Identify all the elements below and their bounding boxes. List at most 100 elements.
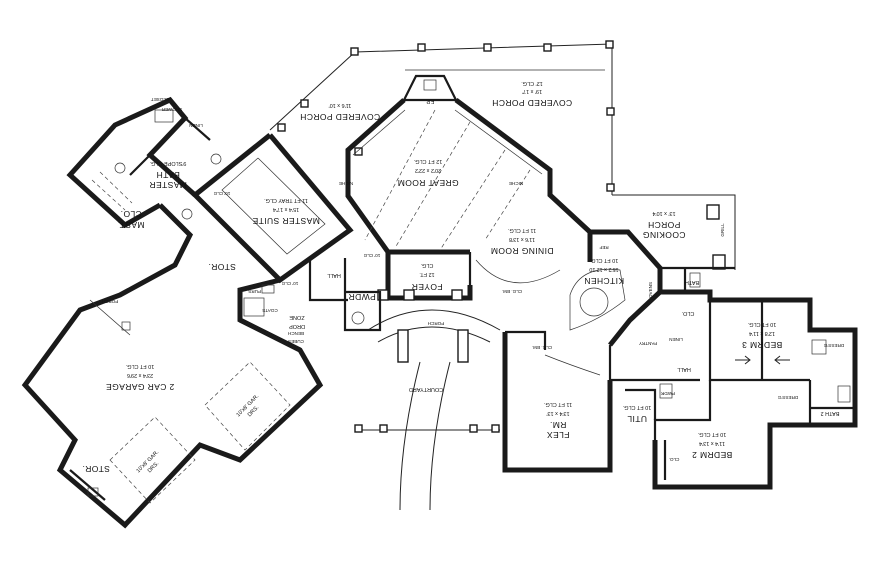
kitchen-clg: 10 FT CLG. [589, 257, 618, 263]
gar-drs-a-label: 10'x8' GAR. DRS. [235, 393, 260, 418]
bedrm-3-label: BEDRM 3 12'8 x 11'4 10 FT CLG. [742, 321, 783, 350]
drop-zone-name: DROP [289, 323, 305, 329]
bedrm-3-dim: 12'8 x 11'4 [749, 330, 775, 336]
stor-garage-label: STOR. [82, 464, 110, 474]
master-suite-clg: 11 FT TRAY CLG. [264, 197, 308, 203]
hall-util-flex-walls [502, 330, 700, 473]
cooking-porch-dim: 13' x 10'4 [652, 210, 675, 216]
pwdr-label: PWDR [348, 292, 376, 302]
covered-porch-left-label: COVERED PORCH 11'6 x 10' [300, 102, 380, 122]
niche-left-label: NICHE [339, 181, 353, 186]
garage-name: 2 CAR GARAGE [106, 382, 175, 392]
closet-master-label: CLOSET [151, 97, 170, 102]
ref-label: REF [599, 245, 608, 250]
niche-right-label: NICHE [509, 181, 523, 186]
direction-arrows [735, 355, 790, 365]
util-label: UTIL 10 FT CLG. [622, 404, 651, 424]
garage-clg: 10 FT CLG. [125, 363, 154, 369]
hall-left-label: HALL [327, 272, 341, 278]
bedroom-wing-walls [652, 289, 858, 490]
mast-clo-name: MAST. [117, 220, 144, 230]
foyer-label: FOYER 12 FT. CLG. [411, 262, 442, 292]
covered-porch-top-dim: 19' x 17' [522, 88, 542, 94]
clo-bedrm2-label: CLO. [669, 457, 680, 462]
bedrm-3-name: BEDRM 3 [742, 340, 783, 350]
master-suite-dim: 15'4 x 17'4 [273, 206, 299, 212]
master-suite-label: MASTER SUITE 15'4 x 17'4 11 FT TRAY CLG. [252, 197, 320, 226]
foyer-clg: CLG. [420, 262, 433, 268]
kitchen-name: KITCHEN [584, 276, 624, 286]
great-room-name: GREAT ROOM [397, 178, 458, 188]
clg-bm-1-label: CLG. BM. [502, 289, 522, 294]
covered-porch-top-label: COVERED PORCH 19' x 17' 12' CLG. [492, 80, 572, 108]
ovens-label: OVENS [648, 282, 653, 298]
garage-dim: 23'4 x 29'6 [127, 372, 153, 378]
cooking-porch-label: COOKING PORCH 13' x 10'4 [643, 210, 686, 240]
linen-hall-label: LINEN [669, 337, 683, 342]
dining-room-name: DINING ROOM [491, 246, 554, 256]
bedrm-2-label: BEDRM 2 11'4 x 13'4 10 FT CLG. [692, 431, 733, 460]
bench-label: BENCH [288, 331, 304, 336]
clg-bm-2-label: CLG. BM. [532, 345, 552, 350]
cubes-label: CUBES [288, 339, 304, 344]
bath-3-label: BATH [685, 279, 699, 285]
bedrm-2-name: BEDRM 2 [692, 450, 733, 460]
foyer-courtyard [354, 252, 501, 511]
great-room-label: GREAT ROOM 20'2 x 22'2 12 FT CLG. [397, 158, 458, 188]
bedrm-3-clg: 10 FT CLG. [747, 321, 776, 327]
shower-label: SHOWER [161, 107, 182, 112]
coats-label: COATS [262, 308, 277, 313]
flex-rm-dim: 13'4 x 13' [546, 410, 569, 416]
master-suite-walls [66, 96, 354, 284]
util-clg: 10 FT CLG. [622, 404, 651, 410]
cooking-porch-name2: PORCH [648, 220, 681, 230]
flex-rm-name2: RM. [550, 420, 567, 430]
ten-clg-a-label: 10' CLG [213, 191, 230, 196]
great-room-dim: 20'2 x 22'2 [415, 167, 441, 173]
foyer-dim: 12 FT. [419, 271, 435, 277]
flex-rm-label: FLEX RM. 13'4 x 13' 11 FT CLG. [543, 401, 572, 440]
hall-right-label: HALL [677, 366, 691, 372]
mast-clo-name2: CLO. [120, 209, 141, 219]
drop-zone-name2: ZONE [289, 314, 305, 320]
gar-drs-b-label: 10'x8' GAR. DRS. [135, 449, 160, 474]
ten-clg-c-label: 10' CLG [281, 281, 298, 286]
clo-bedrm3-label: CLO. [681, 310, 694, 316]
linen-master-label: LINEN [189, 123, 203, 128]
bedrm-2-clg: 10 FT CLG. [697, 431, 726, 437]
porch-posts [277, 40, 615, 192]
cooking-porch-walls [569, 194, 736, 347]
bath-2-label: BATH 2 [821, 410, 840, 416]
ten-clg-b-label: 10' CLG [363, 253, 380, 258]
covered-porch-left-dim: 11'6 x 10' [329, 102, 352, 108]
covered-porch-top-name: COVERED PORCH [492, 98, 572, 108]
fireplace [402, 74, 458, 102]
master-bath-label: MASTER BATH 9'SLOPE CLG. [149, 160, 187, 190]
great-room-walls [345, 97, 592, 255]
great-room-clg: 12 FT CLG. [413, 158, 442, 164]
grill-label: GRILL [720, 223, 725, 237]
bedrm-2-dim: 11'4 x 13'4 [699, 440, 725, 446]
foyer-name: FOYER [411, 282, 442, 292]
mast-clo-label: MAST. CLO. [117, 209, 144, 230]
garage-walls [21, 203, 324, 529]
kitchen-label: KITCHEN 15'2 x 12'10 10 FT CLG. [584, 257, 624, 286]
porch-center-label: PORCH [428, 321, 445, 326]
pantry-label: PANTRY [639, 341, 657, 346]
dresg-2-label: DRESS'G [777, 395, 798, 400]
cooking-porch-name: COOKING [643, 230, 686, 240]
master-bath-clg: 9'SLOPE CLG. [149, 160, 186, 166]
drop-zone-walls [237, 258, 382, 353]
dining-room-label: DINING ROOM 11'6 x 13'8 11 FT CLG. [491, 227, 554, 256]
master-bath-name2: BATH [156, 170, 180, 180]
fireplace-label: F.P. [425, 98, 434, 104]
flex-rm-clg: 11 FT CLG. [543, 401, 572, 407]
util-name: UTIL [627, 414, 647, 424]
flex-rm-name: FLEX [547, 430, 570, 440]
stor-master-label: STOR. [208, 262, 236, 272]
garage-label: 2 CAR GARAGE 23'4 x 29'6 10 FT CLG. [106, 363, 175, 392]
courtyard-label: COURTYARD [409, 386, 443, 392]
room-labels: COVERED PORCH 19' x 17' 12' CLG. COVERED… [82, 80, 844, 474]
drop-zone-label: DROP ZONE [289, 314, 305, 329]
